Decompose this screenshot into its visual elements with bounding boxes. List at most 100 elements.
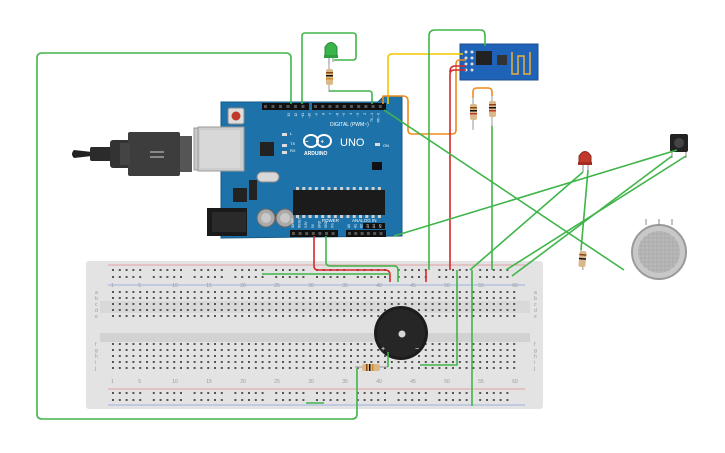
wire-green-buzzer-neg (420, 270, 458, 366)
wire-green-led-red (469, 171, 584, 271)
push-button[interactable] (670, 134, 688, 158)
analog-pin-label: A4 (372, 224, 376, 228)
digital-pin-label: ~3 (356, 113, 360, 117)
wire-green-led-red-2 (580, 169, 589, 251)
esp8266-wifi-module[interactable] (459, 43, 539, 81)
digital-pin-label: ~9 (315, 113, 319, 117)
row-letter: j (94, 366, 96, 372)
digital-pin-label: 12 (294, 113, 298, 117)
column-number: 40 (376, 283, 382, 289)
svg-text:−: − (305, 140, 309, 146)
digital-pin-label: 13 (287, 113, 291, 117)
power-pin-label: RESET (298, 217, 302, 228)
column-number: 15 (206, 379, 212, 385)
column-number: 40 (376, 379, 382, 385)
buzzer-minus-label: − (415, 346, 419, 353)
analog-pin-label: A5 (379, 224, 383, 228)
row-letter: g (95, 348, 98, 354)
digital-pin-label: 7 (328, 113, 332, 115)
analog-label: ANALOG IN (352, 218, 377, 223)
crystal (256, 171, 280, 183)
row-letter: c (95, 302, 98, 308)
digital-pin-label: RX←0 (377, 113, 381, 123)
esp-resistor-2[interactable] (489, 96, 496, 126)
red-led[interactable] (578, 151, 592, 173)
row-letter: h (95, 354, 98, 360)
column-number: 60 (512, 379, 518, 385)
row-letter: a (534, 290, 537, 296)
power-pin-label: GND (324, 220, 328, 228)
digital-header[interactable] (262, 103, 386, 110)
atmega-chip (293, 187, 385, 218)
digital-label: DIGITAL (PWM~) (330, 122, 369, 128)
column-number: 5 (138, 379, 141, 385)
power-pin-label: 3.3V (304, 221, 308, 228)
row-letter: j (533, 366, 535, 372)
column-number: 55 (478, 379, 484, 385)
column-number: 20 (240, 283, 246, 289)
wire-yellow-esp (387, 53, 463, 104)
analog-pin-label: A1 (353, 224, 357, 228)
svg-text:+: + (321, 140, 325, 146)
wires[interactable] (36, 29, 687, 420)
column-number: 15 (206, 283, 212, 289)
digital-pin-label: ~11 (301, 113, 305, 118)
digital-pin-label: TX→1 (370, 113, 374, 122)
analog-header[interactable] (346, 230, 386, 237)
wire-green-led (301, 32, 357, 104)
on-label: ON (383, 143, 389, 148)
wire-red-esp-2 (449, 65, 466, 73)
column-number: 20 (240, 379, 246, 385)
wire-orange-resistors (472, 87, 493, 98)
column-number: 30 (308, 379, 314, 385)
row-letter: i (95, 360, 96, 366)
analog-pin-label: A3 (366, 224, 370, 228)
row-letter: a (95, 290, 98, 296)
row-letter: i (534, 360, 535, 366)
esp-resistor-1[interactable] (470, 98, 477, 130)
green-led[interactable] (324, 42, 338, 71)
row-letter: f (95, 342, 97, 348)
buzzer-resistor[interactable] (355, 364, 388, 371)
power-pin-label: IOREF (291, 218, 295, 228)
wire-red-5v (313, 236, 391, 282)
column-number: 35 (342, 283, 348, 289)
row-letter: d (534, 308, 537, 314)
wire-green-resistor (329, 90, 373, 104)
power-jack (207, 208, 247, 236)
analog-pin-label: A2 (360, 224, 364, 228)
row-letter: e (95, 314, 98, 320)
red-led-resistor[interactable] (578, 249, 587, 271)
column-number: 1 (111, 379, 114, 385)
power-header[interactable] (290, 230, 338, 237)
reset-button[interactable] (227, 107, 245, 125)
power-pin-label: GND (317, 220, 321, 228)
breadboard-holes[interactable] (112, 269, 516, 401)
row-letter: g (534, 348, 537, 354)
led-resistor[interactable] (326, 64, 333, 92)
row-letter: b (95, 296, 98, 302)
tx-label: TX (290, 141, 295, 146)
digital-pin-label: ~10 (308, 113, 312, 119)
piezo-buzzer[interactable]: + − (374, 306, 428, 360)
column-number: 25 (274, 283, 280, 289)
column-number: 45 (410, 379, 416, 385)
column-number: 45 (410, 283, 416, 289)
wire-green-esp (428, 29, 486, 270)
gas-sensor[interactable] (631, 219, 687, 280)
column-number: 50 (444, 379, 450, 385)
power-pin-label: Vin (331, 223, 335, 228)
digital-pin-label: ~6 (335, 113, 339, 117)
column-number: 55 (478, 283, 484, 289)
row-letter: f (534, 342, 536, 348)
wire-green-digital-diag (383, 109, 625, 271)
wire-green-gnd (325, 236, 399, 282)
column-number: 5 (138, 283, 141, 289)
column-number: 1 (111, 283, 114, 289)
